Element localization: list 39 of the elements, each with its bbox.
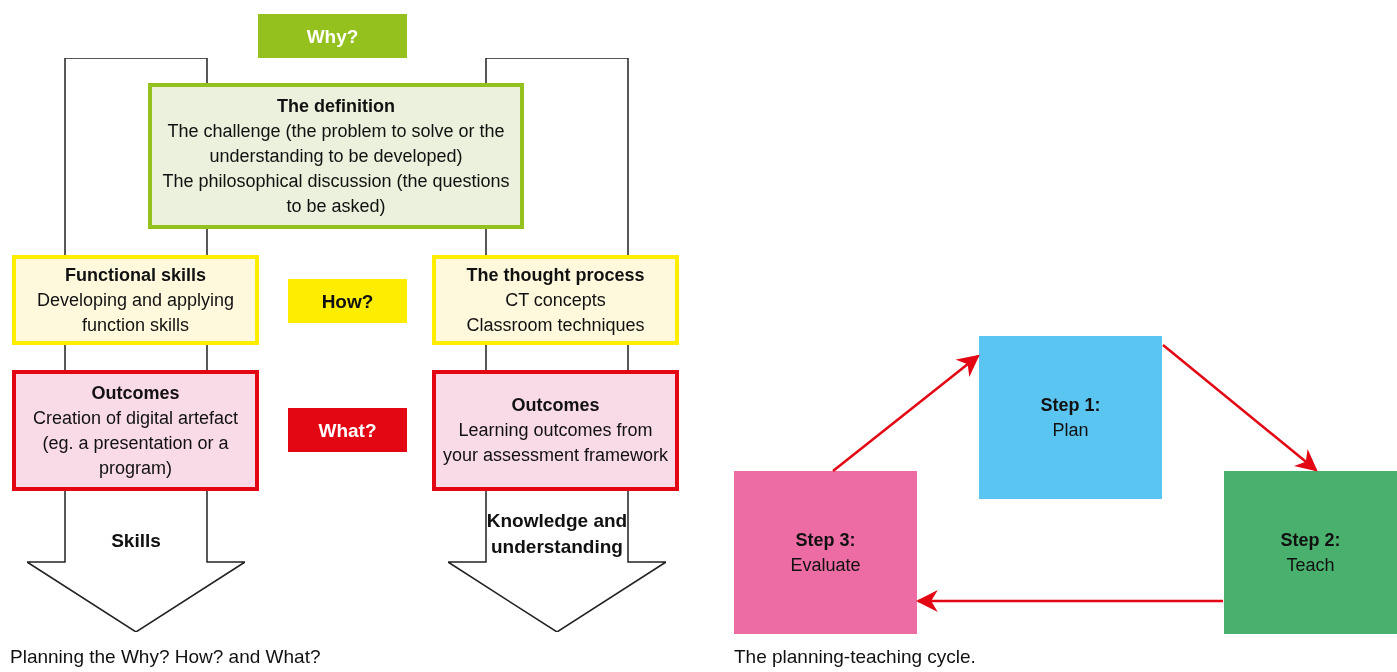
question-label: What? [318, 418, 377, 443]
box-heading: The definition [276, 94, 396, 118]
box-text: The challenge (the problem to solve or the understanding to be developed) [166, 119, 506, 168]
step-box [1224, 471, 1397, 634]
caption: The planning-teaching cycle. [734, 646, 976, 668]
question-tag [288, 279, 407, 323]
box-text: The philosophical discussion (the questions to be asked) [161, 169, 511, 218]
step-box [734, 471, 917, 634]
outcome-box [432, 370, 679, 491]
outcome-box [12, 370, 259, 491]
definition-box [148, 83, 524, 229]
arrow [832, 354, 980, 472]
question-label: Why? [306, 24, 359, 49]
box-heading: The thought process [465, 263, 646, 287]
arrow [1162, 344, 1318, 472]
box-heading: Step 1: [1040, 393, 1101, 417]
process-box [12, 255, 259, 345]
box-text: Teach [1286, 553, 1335, 577]
caption: Planning the Why? How? and What? [10, 646, 321, 668]
box-text: Plan [1052, 418, 1089, 442]
box-text: CT concepts [504, 288, 607, 312]
arrow [915, 590, 1223, 612]
arrow-label: Knowledge and understanding [486, 509, 628, 559]
arrow-label: Skills [110, 529, 162, 553]
box-heading: Step 2: [1280, 528, 1341, 552]
box-heading: Functional skills [64, 263, 207, 287]
box-text: Developing and applying function skills [35, 288, 236, 337]
box-text: Evaluate [790, 553, 861, 577]
box-text: Classroom techniques [465, 313, 646, 337]
question-tag [288, 408, 407, 452]
step-box [979, 336, 1162, 499]
question-label: How? [321, 289, 374, 314]
box-heading: Outcomes [90, 381, 181, 405]
box-text: Creation of digital artefact (eg. a presentation or a program) [31, 406, 240, 480]
question-tag [258, 14, 407, 58]
box-heading: Step 3: [795, 528, 856, 552]
process-box [432, 255, 679, 345]
box-text: Learning outcomes from your assessment framework [441, 419, 670, 467]
box-heading: Outcomes [510, 394, 601, 417]
